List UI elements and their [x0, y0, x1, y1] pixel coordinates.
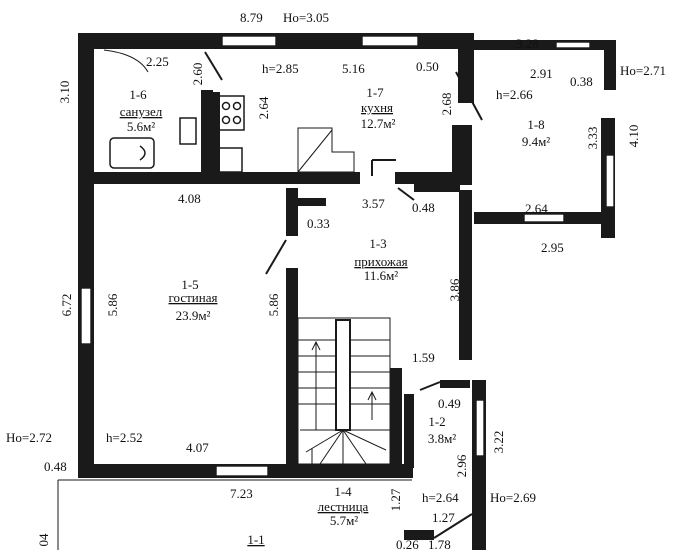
- room-1-5-label: 1-5 гостиная 23.9м²: [169, 277, 218, 323]
- room-code: 1-7: [366, 85, 384, 100]
- dimension-label: 2.64: [256, 96, 271, 119]
- height-label: h=2.64: [422, 490, 459, 505]
- room-code: 1-6: [129, 87, 147, 102]
- dimension-label: 4.10: [626, 125, 641, 148]
- room-code: 1-2: [428, 414, 445, 429]
- staircase: [297, 317, 391, 470]
- dimension-label: 2.96: [454, 454, 469, 477]
- dimension-label: 4.08: [178, 191, 201, 206]
- porch-lines: [57, 479, 473, 550]
- ceiling-height-label: Ho=2.72: [6, 430, 52, 445]
- room-code: 1-1: [247, 532, 264, 547]
- dimension-label: 2.68: [439, 93, 454, 116]
- room-name: прихожая: [354, 254, 407, 269]
- dimension-label: 0.48: [44, 459, 67, 474]
- dimension-label: 0.49: [438, 396, 461, 411]
- ceiling-height-label: Ho=2.69: [490, 490, 536, 505]
- dimension-label: 3.57: [362, 196, 385, 211]
- dimension-label: 2.25: [146, 54, 169, 69]
- dimension-label: 3.10: [57, 81, 72, 104]
- dimension-label: 2.64: [525, 201, 548, 216]
- dimension-label: 7.23: [230, 486, 253, 501]
- dimension-label: 3.86: [447, 278, 462, 301]
- windows: [80, 35, 615, 477]
- dimension-label: 2.60: [190, 63, 205, 86]
- height-label: h=2.85: [262, 61, 299, 76]
- dimension-label: 0.50: [416, 59, 439, 74]
- room-1-1-label: 1-1: [247, 532, 264, 547]
- room-name: лестница: [318, 499, 369, 514]
- room-1-8-label: 1-8 9.4м²: [522, 117, 550, 149]
- dimension-label: 5.86: [266, 293, 281, 316]
- dimension-label: 3.33: [585, 127, 600, 150]
- dimension-label: 1.59: [412, 350, 435, 365]
- room-name: санузел: [120, 104, 163, 119]
- doors: [103, 49, 483, 391]
- room-code: 1-4: [334, 484, 352, 499]
- dimension-label: 2.95: [541, 240, 564, 255]
- dimension-label: 1.27: [432, 510, 455, 525]
- room-1-7-label: 1-7 кухня 12.7м²: [361, 85, 396, 131]
- room-area: 5.6м²: [127, 119, 155, 134]
- room-name: кухня: [361, 100, 393, 115]
- room-name: гостиная: [169, 290, 218, 305]
- dimension-label: 3.22: [491, 431, 506, 454]
- ceiling-height-label: Ho=3.05: [283, 10, 329, 25]
- room-1-4-label: 1-4 лестница 5.7м²: [318, 484, 369, 528]
- room-area: 12.7м²: [361, 116, 396, 131]
- dimension-labels: 8.79 Ho=3.05 2.25 h=2.85 5.16 0.50 3.28 …: [6, 10, 666, 550]
- interior-walls: [94, 90, 470, 468]
- dimension-label: 4.07: [186, 440, 209, 455]
- room-code: 1-5: [181, 277, 198, 292]
- dimension-label: 1.78: [428, 537, 451, 550]
- dimension-label: 2.91: [530, 66, 553, 81]
- dimension-label: 0.33: [307, 216, 330, 231]
- room-area: 9.4м²: [522, 134, 550, 149]
- height-label: h=2.66: [496, 87, 533, 102]
- dimension-top-length: 8.79: [240, 10, 263, 25]
- dimension-label: 5.16: [342, 61, 365, 76]
- dimension-label: 0.26: [396, 537, 419, 550]
- room-1-2-label: 1-2 3.8м²: [428, 414, 456, 446]
- fixtures: [109, 95, 355, 173]
- dimension-label: 3.28: [516, 36, 539, 51]
- room-code: 1-3: [369, 236, 386, 251]
- dimension-label: 5.86: [105, 293, 120, 316]
- room-1-3-label: 1-3 прихожая 11.6м²: [354, 236, 407, 283]
- height-label: h=2.52: [106, 430, 143, 445]
- dimension-label: 04: [36, 533, 51, 547]
- room-area: 11.6м²: [364, 268, 398, 283]
- dimension-label: 1.27: [388, 488, 403, 511]
- room-area: 5.7м²: [330, 513, 358, 528]
- dimension-label: 6.72: [59, 294, 74, 317]
- room-area: 23.9м²: [176, 308, 211, 323]
- dimension-label: 0.48: [412, 200, 435, 215]
- room-1-6-label: 1-6 санузел 5.6м²: [120, 87, 163, 134]
- room-code: 1-8: [527, 117, 544, 132]
- ceiling-height-label: Ho=2.71: [620, 63, 666, 78]
- room-area: 3.8м²: [428, 431, 456, 446]
- dimension-label: 0.38: [570, 74, 593, 89]
